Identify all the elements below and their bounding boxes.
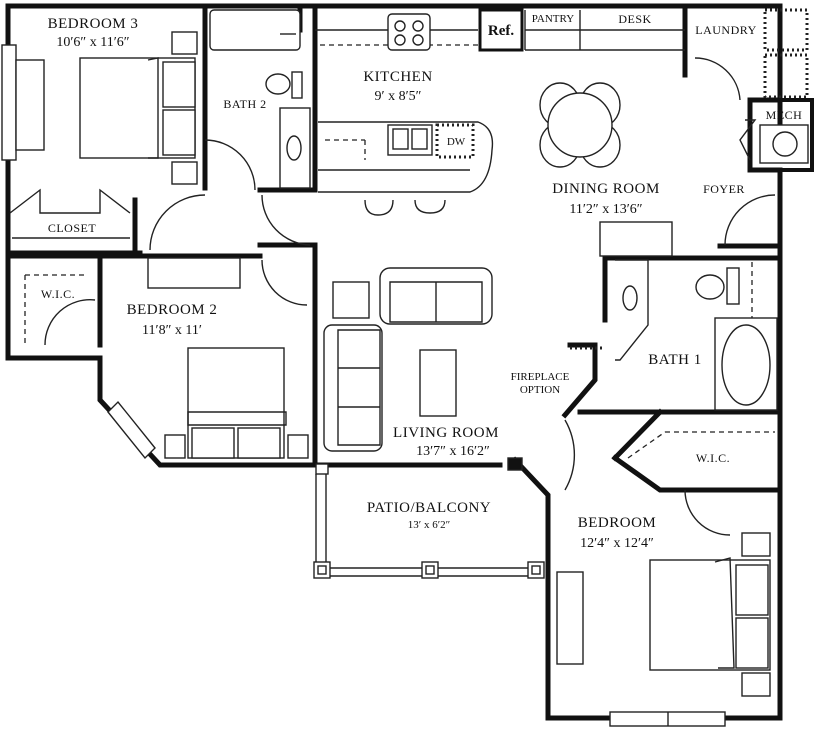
toilet-tank <box>291 71 303 99</box>
bedroom-area <box>556 431 775 727</box>
foyer-label: FOYER <box>703 182 745 196</box>
washer <box>763 8 809 52</box>
bedroom2-name: BEDROOM 2 <box>127 302 218 318</box>
stove <box>387 13 431 51</box>
wic2-label: W.I.C. <box>41 287 75 301</box>
fireplace-label-1: FIREPLACE <box>511 371 570 383</box>
labels: BEDROOM 3 10′6″ x 11′6″ BATH 2 KITCHEN 9… <box>41 12 802 551</box>
coffee-table <box>419 349 457 417</box>
sink <box>622 285 638 311</box>
bedroom-dim: 12′4″ x 12′4″ <box>580 536 654 551</box>
wic1-label: W.I.C. <box>696 451 730 465</box>
bathtub <box>209 9 301 51</box>
patio-name: PATIO/BALCONY <box>367 500 491 516</box>
kitchen-area <box>315 8 685 216</box>
toilet <box>695 274 725 300</box>
pillow <box>162 61 196 108</box>
bath2-name: BATH 2 <box>223 97 266 111</box>
nightstand <box>171 31 198 55</box>
nightstand <box>741 532 771 557</box>
nightstand <box>287 434 309 459</box>
closet-label: CLOSET <box>48 221 97 235</box>
bedroom3-name: BEDROOM 3 <box>48 16 139 32</box>
laundry-label: LAUNDRY <box>695 23 757 37</box>
dresser <box>147 257 241 289</box>
dishwasher <box>435 123 475 159</box>
pillow <box>735 617 769 669</box>
dresser <box>556 571 584 665</box>
pillow <box>191 427 235 459</box>
bath2-area <box>209 9 311 189</box>
window <box>107 400 156 460</box>
patio-dim: 13′ x 6′2″ <box>408 519 450 531</box>
dining-area <box>539 82 673 257</box>
window <box>1 44 17 161</box>
bedroom2-area <box>24 257 309 460</box>
nightstand <box>164 434 186 459</box>
bath1-name: BATH 1 <box>648 352 701 368</box>
refrigerator-label: Ref. <box>488 23 514 39</box>
mech-label: MECH <box>766 108 803 122</box>
pillow <box>735 564 769 616</box>
nightstand <box>171 161 198 185</box>
dresser <box>15 59 45 151</box>
kitchen-dim: 9′ x 8′5″ <box>375 89 422 104</box>
pillow <box>237 427 281 459</box>
dining-name: DINING ROOM <box>552 181 660 197</box>
doors <box>44 57 776 536</box>
sink <box>286 135 302 161</box>
bedroom-name: BEDROOM <box>578 515 657 531</box>
bedroom3-area <box>1 31 198 239</box>
sofa <box>323 324 383 452</box>
living-name: LIVING ROOM <box>393 425 499 441</box>
bedroom2-dim: 11′8″ x 11′ <box>142 323 202 338</box>
end-table <box>332 281 370 319</box>
living-dim: 13′7″ x 16′2″ <box>416 444 490 459</box>
dishwasher-label: DW <box>447 136 466 148</box>
desk-label: DESK <box>618 12 651 26</box>
pillow <box>162 109 196 156</box>
toilet <box>265 73 291 95</box>
fireplace-label-2: OPTION <box>520 384 560 396</box>
living-area <box>323 267 605 452</box>
dining-dim: 11′2″ x 13′6″ <box>569 202 642 217</box>
patio-area <box>313 457 545 579</box>
bath1-area <box>615 259 778 411</box>
nightstand <box>741 672 771 697</box>
pantry-label: PANTRY <box>532 13 574 25</box>
bedroom3-dim: 10′6″ x 11′6″ <box>56 35 129 50</box>
toilet-tank <box>726 267 740 305</box>
kitchen-name: KITCHEN <box>363 69 432 85</box>
dryer <box>763 53 809 99</box>
dining-table <box>547 92 613 158</box>
buffet <box>599 221 673 257</box>
laundry-area <box>748 8 814 172</box>
